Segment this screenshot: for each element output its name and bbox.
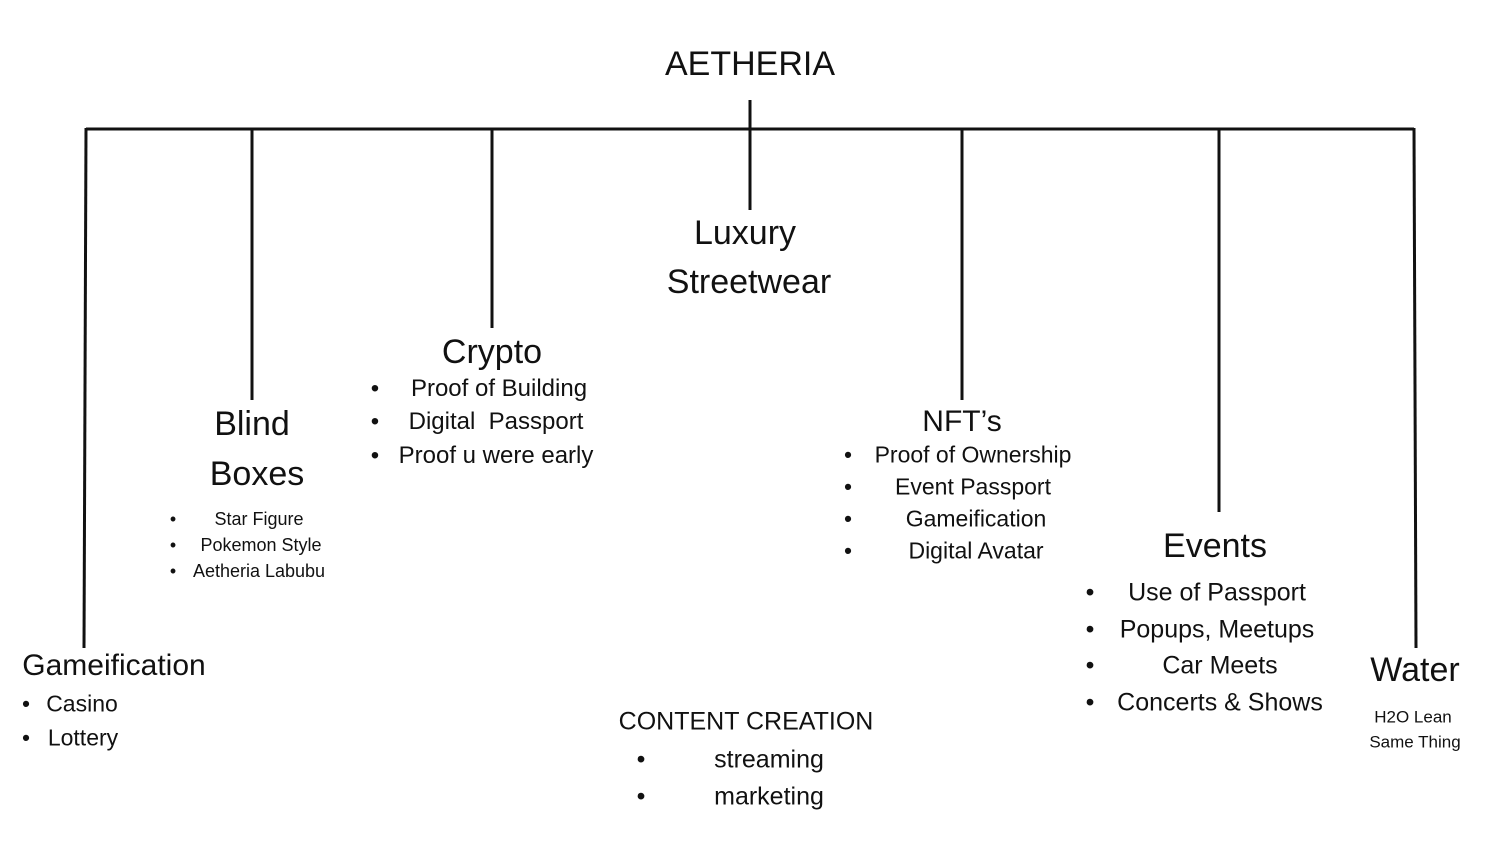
- bullet-icon: [1086, 691, 1095, 716]
- water-subtext-line2: Same Thing: [1369, 732, 1461, 752]
- list-item: Aetheria Labubu: [192, 561, 326, 581]
- blind-boxes-title-line2: Boxes: [209, 455, 305, 493]
- list-item: Concerts & Shows: [1117, 688, 1323, 717]
- root-title: AETHERIA: [664, 45, 836, 83]
- bullet-icon: [170, 562, 176, 580]
- list-item: Event Passport: [895, 473, 1051, 500]
- list-item: Car Meets: [1162, 651, 1278, 680]
- bullet-icon: [371, 410, 379, 434]
- bullet-icon: [637, 785, 646, 810]
- list-item: Gameification: [905, 505, 1047, 532]
- bullet-icon: [170, 536, 176, 554]
- list-item: Digital Passport: [408, 408, 584, 435]
- list-item: marketing: [714, 782, 824, 811]
- list-item: Popups, Meetups: [1119, 615, 1315, 644]
- list-item: Star Figure: [214, 509, 304, 529]
- list-item: Proof of Building: [410, 375, 588, 402]
- events-title: Events: [1163, 527, 1267, 565]
- list-item: Proof u were early: [398, 442, 594, 469]
- bullet-icon: [170, 510, 176, 528]
- bullet-icon: [371, 377, 379, 401]
- list-item: Digital Avatar: [908, 537, 1044, 564]
- bullet-icon: [637, 748, 646, 773]
- bullet-icon: [844, 476, 852, 499]
- list-item: Lottery: [47, 724, 119, 751]
- water-title: Water: [1370, 651, 1460, 689]
- list-item: Use of Passport: [1128, 578, 1306, 607]
- gameification-connector: [82, 127, 88, 649]
- luxury-title-line2: Streetwear: [666, 263, 832, 301]
- water-subtext-line1: H2O Lean: [1374, 707, 1452, 727]
- bullet-icon: [844, 540, 852, 563]
- bullet-icon: [1086, 581, 1095, 606]
- content-creation-title: CONTENT CREATION: [618, 707, 874, 736]
- bullet-icon: [1086, 618, 1095, 643]
- bullet-icon: [844, 444, 852, 467]
- blind-boxes-title-line1: Blind: [214, 405, 290, 443]
- list-item: Proof of Ownership: [874, 441, 1072, 468]
- list-item: Pokemon Style: [200, 535, 322, 555]
- list-item: Casino: [46, 690, 118, 717]
- crypto-title: Crypto: [441, 333, 543, 371]
- list-item: streaming: [714, 745, 824, 774]
- water-connector: [1412, 127, 1418, 649]
- nfts-title: NFT’s: [922, 405, 1002, 438]
- bullet-icon: [1086, 654, 1095, 679]
- bullet-icon: [22, 693, 30, 716]
- bullet-icon: [22, 727, 30, 750]
- luxury-title-line1: Luxury: [693, 214, 797, 252]
- bullet-icon: [844, 508, 852, 531]
- bullet-icon: [371, 444, 379, 468]
- gameification-title: Gameification: [22, 649, 206, 682]
